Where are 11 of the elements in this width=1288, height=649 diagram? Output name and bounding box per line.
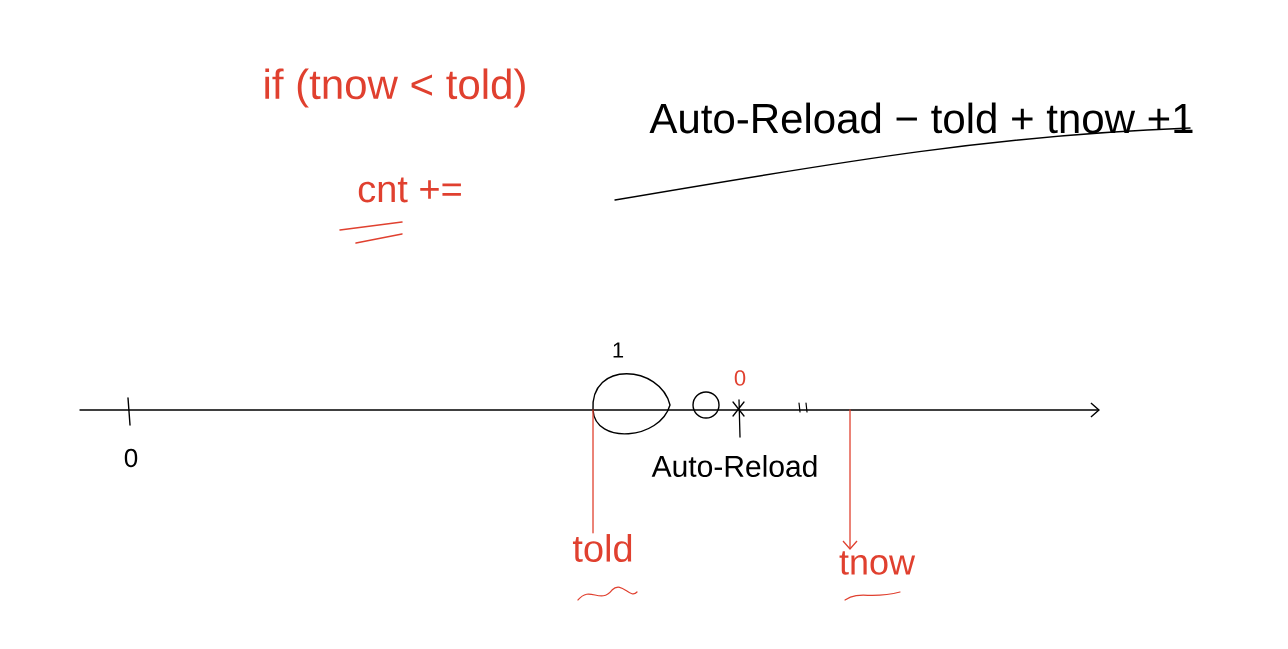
leader-line: [592, 409, 594, 534]
formula-text: Auto-Reload − told + tnow +1: [649, 102, 1193, 134]
variable-label: tnow: [839, 551, 916, 575]
formula-text: cnt +=: [358, 177, 461, 203]
tick-label: 0: [124, 448, 138, 468]
tick-label: 0: [734, 370, 746, 386]
arrow: [842, 409, 858, 550]
axis-label: Auto-Reload: [651, 455, 817, 477]
tick-label: 1: [613, 342, 624, 358]
formula-text: if (tnow < told): [265, 68, 525, 108]
variable-label: told: [572, 534, 632, 562]
